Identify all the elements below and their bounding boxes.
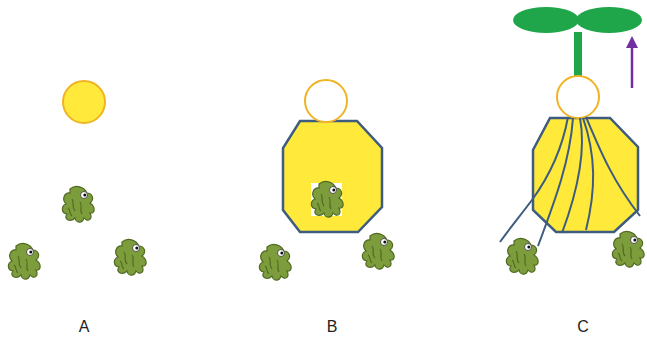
leaf xyxy=(513,7,579,33)
panel-label: A xyxy=(79,318,90,336)
arrow-head xyxy=(626,36,638,48)
growth-arrow xyxy=(631,46,634,88)
seed xyxy=(557,76,599,118)
seed xyxy=(305,80,347,122)
leaf xyxy=(576,7,642,33)
microbe xyxy=(362,233,394,269)
microbe xyxy=(506,238,538,274)
microbe xyxy=(62,186,94,222)
microbe-cell xyxy=(283,121,382,232)
panel-label: B xyxy=(327,318,338,336)
microbe xyxy=(311,181,343,217)
panel-label: C xyxy=(577,318,589,336)
microbe xyxy=(259,244,291,280)
microbe xyxy=(8,243,40,279)
microbe xyxy=(612,231,644,267)
stem xyxy=(574,32,582,82)
microbe xyxy=(114,239,146,275)
roots xyxy=(500,117,640,246)
seed xyxy=(63,81,105,123)
